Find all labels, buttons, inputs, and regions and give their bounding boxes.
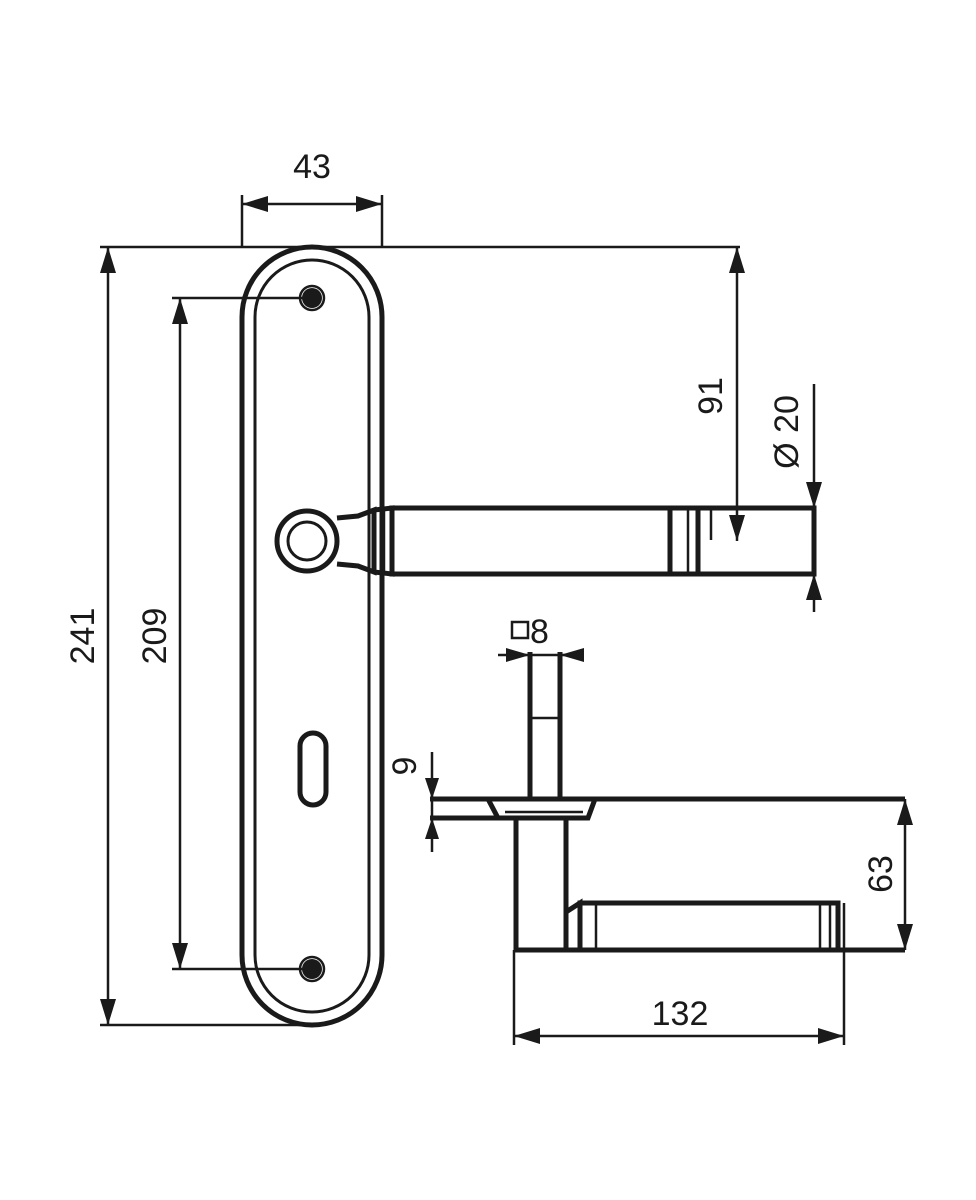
handle-neck xyxy=(336,506,377,576)
square-spindle xyxy=(527,652,563,799)
handle-rose-outer xyxy=(274,508,340,574)
side-handle-grip xyxy=(577,900,841,953)
dimension-plate-height: 241 xyxy=(64,245,740,1027)
dim-label-handle-height: 91 xyxy=(692,377,730,415)
dim-label-spindle-square: 8 xyxy=(530,613,549,651)
dimension-plate-width: 43 xyxy=(240,148,384,247)
dim-label-plate-width: 43 xyxy=(293,148,331,186)
side-view xyxy=(430,652,905,953)
dimension-handle-height: 91 xyxy=(692,247,745,541)
keyhole-slot xyxy=(297,730,329,808)
square-symbol-icon xyxy=(510,620,530,640)
dimension-plate-thickness: 9 xyxy=(386,752,439,852)
side-handle-neck xyxy=(513,818,569,953)
dim-label-screw-spacing: 209 xyxy=(136,608,174,665)
dimension-handle-length: 132 xyxy=(512,903,846,1045)
dimension-handle-diameter: Ø 20 xyxy=(768,384,822,612)
handle-end-tip xyxy=(698,505,817,577)
dim-label-handle-length: 132 xyxy=(652,995,709,1033)
backplate-outer-outline xyxy=(239,244,385,1028)
handle-rose-inner xyxy=(286,520,328,562)
side-plate-profile xyxy=(430,796,905,821)
dim-label-plate-thickness: 9 xyxy=(386,757,424,776)
dimension-handle-projection: 63 xyxy=(862,799,913,950)
dim-label-plate-height: 241 xyxy=(64,608,102,665)
lever-handle-front-view xyxy=(274,505,817,577)
handle-ring-right xyxy=(670,505,701,577)
dimension-screw-spacing: 209 xyxy=(136,296,312,971)
dimension-spindle-square: 8 xyxy=(498,613,584,662)
backplate-inner-outline xyxy=(253,258,371,1014)
dim-label-handle-projection: 63 xyxy=(862,855,900,893)
handle-grip-body xyxy=(389,505,673,577)
side-rose-flange xyxy=(485,797,598,821)
backplate-front-view xyxy=(239,244,385,1028)
dim-label-handle-diameter: Ø 20 xyxy=(768,395,806,469)
